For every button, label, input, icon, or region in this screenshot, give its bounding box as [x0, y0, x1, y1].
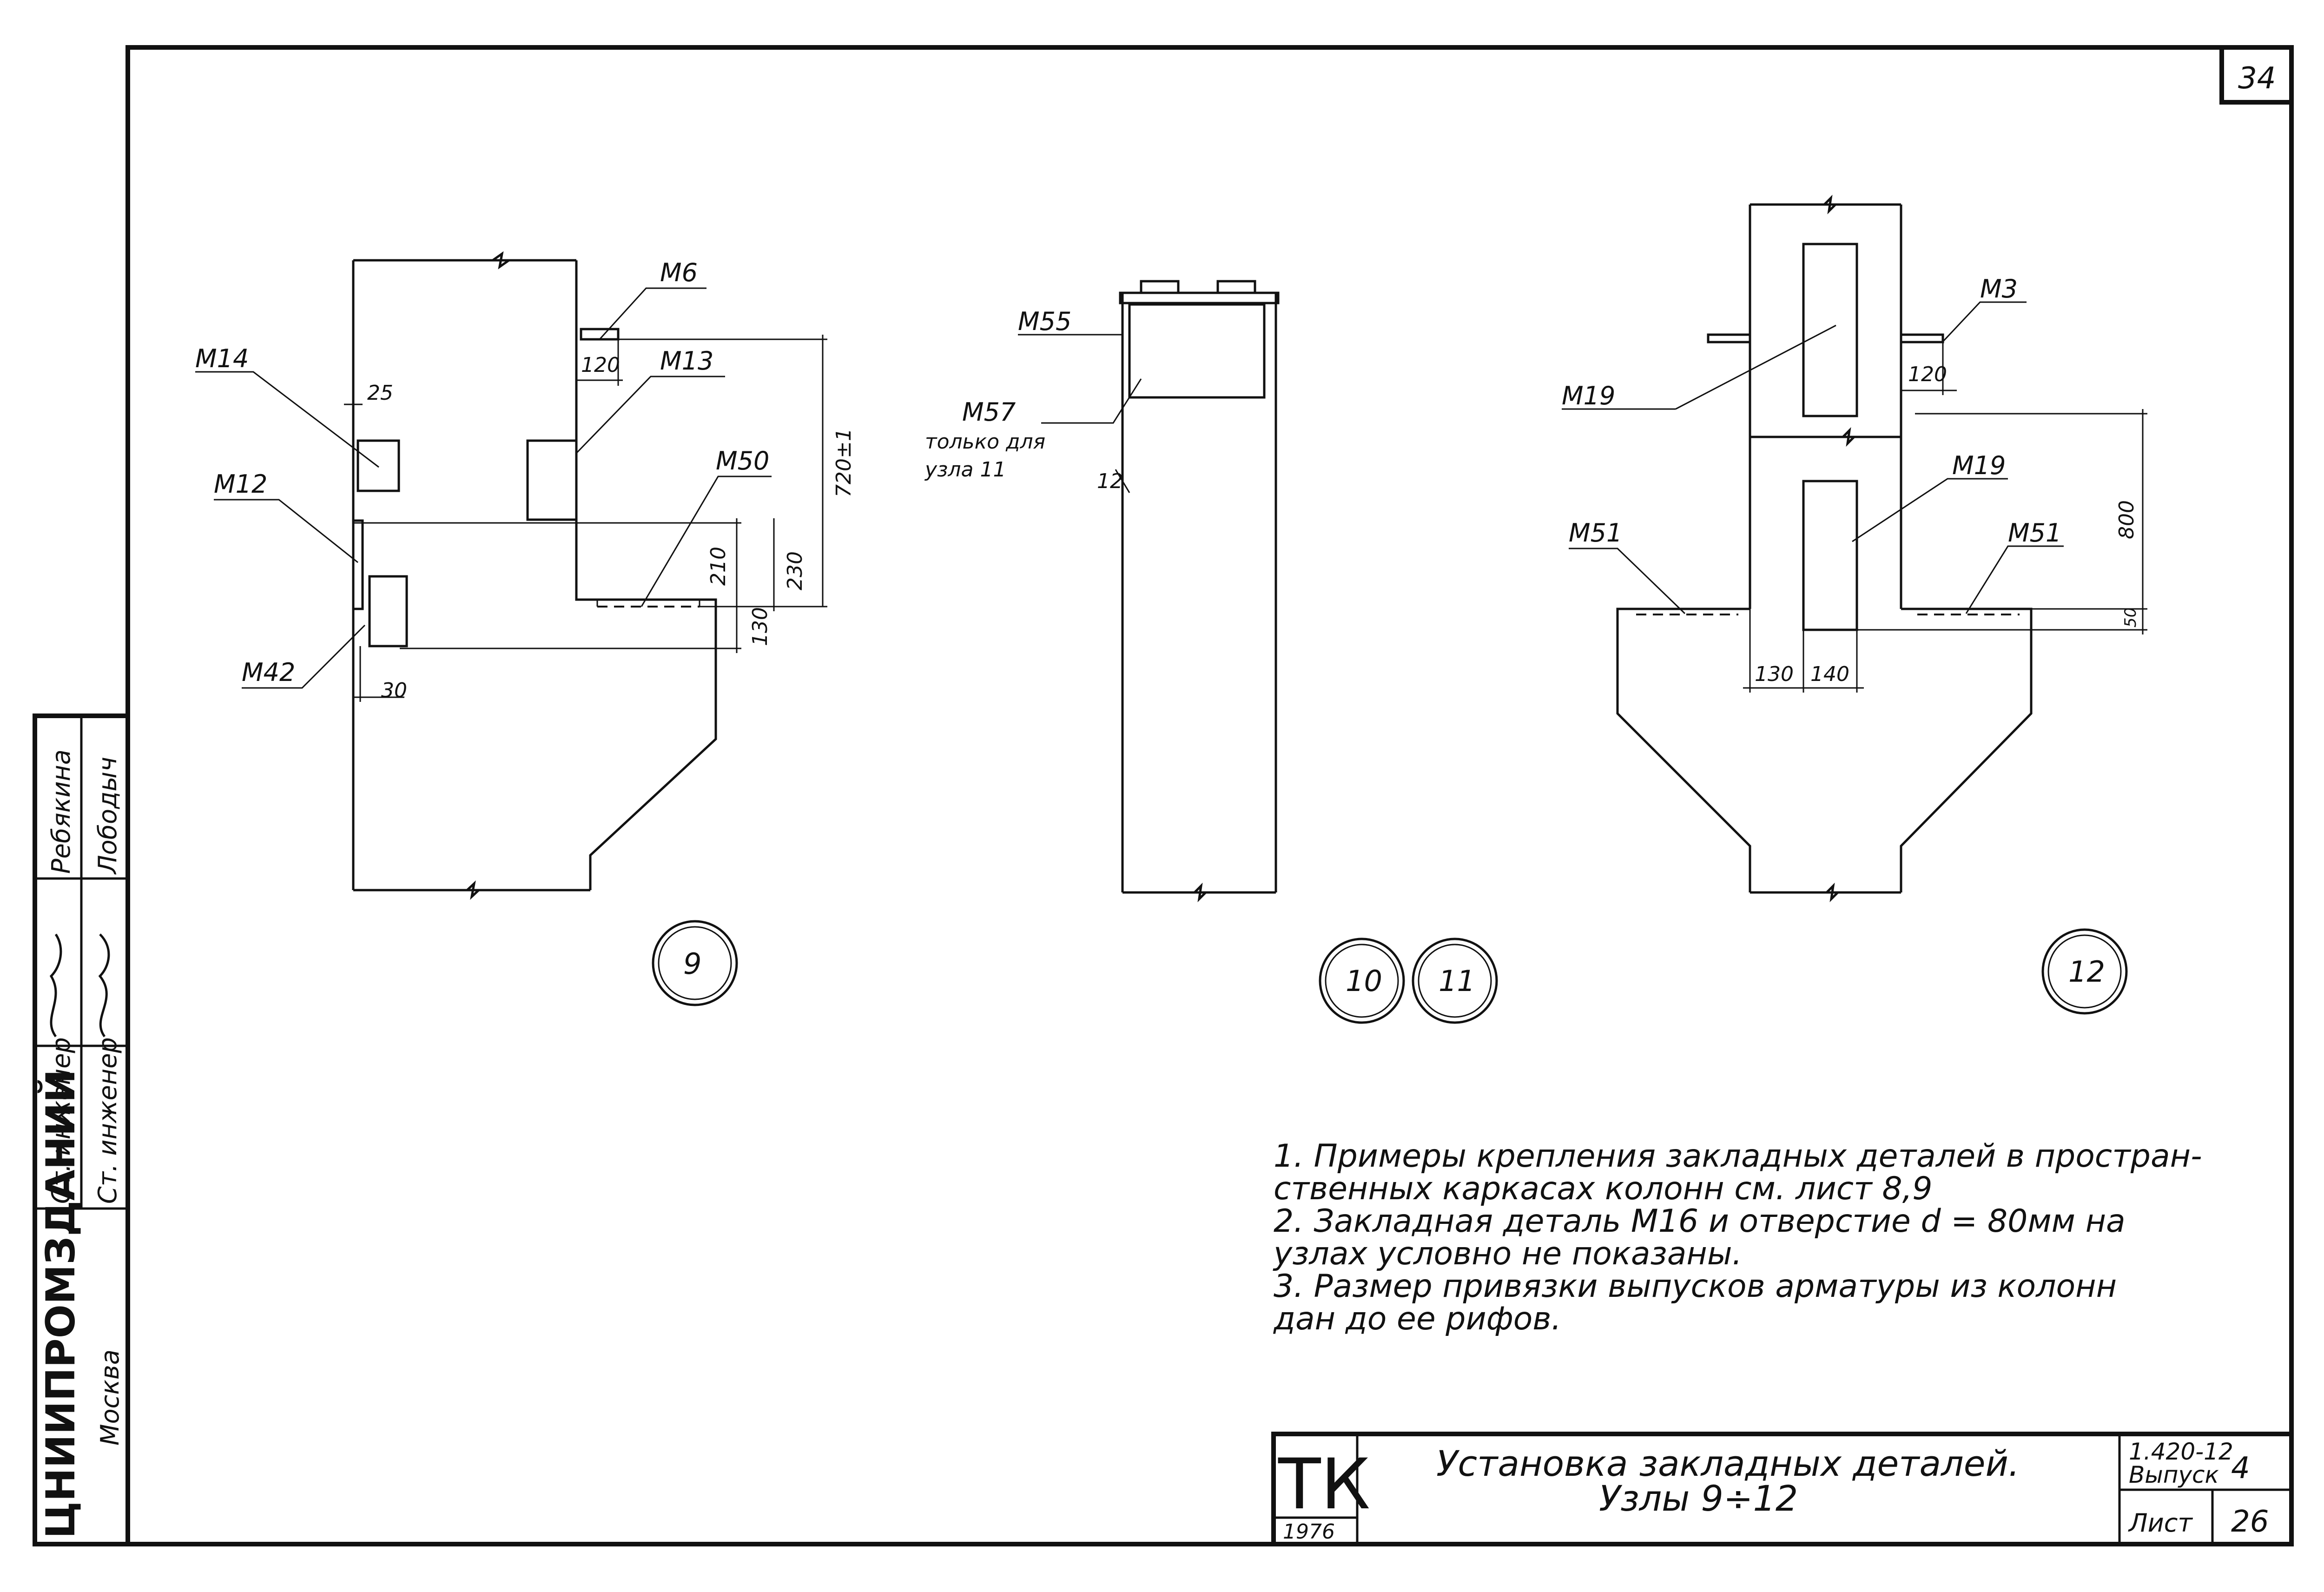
node-10-number: 10 [1346, 964, 1382, 998]
note-line-6: дан до ее рифов. [1273, 1301, 1561, 1337]
label-m14: М14 [195, 344, 249, 373]
m42-plate [368, 575, 408, 647]
label-m19-top: М19 [1562, 381, 1615, 410]
dim-130: 130 [748, 607, 772, 646]
dim-12: 12 [1097, 469, 1123, 493]
note-line-4: узлах условно не показаны. [1273, 1235, 1742, 1272]
organization-name: ЦНИИПРОМЗДАНИЙ [37, 1069, 84, 1539]
title-sheet-label: Лист [2128, 1508, 2193, 1538]
m12-rod [352, 519, 364, 610]
signature-name-2: Лободыч [93, 757, 122, 875]
note-line-5: 3. Размер привязки выпусков арматуры из … [1274, 1268, 2117, 1305]
node-12-marker: 12 [2041, 928, 2128, 1015]
tk-code: ТК [1278, 1444, 1370, 1525]
m14-plate [357, 439, 400, 492]
sheet-number-box: 34 [2219, 45, 2294, 105]
label-m57-note-2: узла 11 [924, 458, 1006, 482]
label-m6: М6 [660, 258, 698, 287]
label-m51-right: М51 [2008, 518, 2061, 548]
role-1: Ст. инженер [46, 1037, 76, 1204]
label-m57: М57 [962, 397, 1016, 427]
node-9-marker: 9 [652, 920, 738, 1006]
note-line-2: ственных каркасах колонн см. лист 8,9 [1274, 1170, 1933, 1207]
node-10-11: М55 М57 только для узла 11 12 10 11 [924, 280, 1498, 1024]
m3-bar-right [1900, 333, 1944, 344]
note-line-3: 2. Закладная деталь М16 и отверстие d = … [1274, 1203, 2126, 1240]
dim-800: 800 [2115, 500, 2139, 539]
signature-2 [98, 933, 110, 1037]
m6-plate [580, 328, 620, 341]
dim-120-n12: 120 [1908, 363, 1947, 386]
m19-bottom-plate [1802, 480, 1858, 631]
top-lug-left [1140, 280, 1180, 294]
sheet-number: 34 [2238, 61, 2276, 96]
city-name: Москва [95, 1349, 125, 1446]
node-10-marker: 10 [1319, 938, 1405, 1024]
title-series: 1.420-12 [2129, 1438, 2233, 1465]
title-issue-label: Выпуск [2129, 1461, 2219, 1488]
m19-top-plate [1802, 243, 1858, 417]
signature-1 [49, 933, 62, 1037]
dim-230: 230 [783, 551, 807, 590]
label-m42: М42 [242, 658, 295, 687]
m57-plate [1128, 303, 1266, 399]
label-m50: М50 [716, 446, 769, 476]
label-m12: М12 [214, 469, 267, 499]
title-line-2: Узлы 9÷12 [1599, 1478, 1798, 1519]
label-m3: М3 [1980, 274, 2018, 304]
m13-plate [526, 439, 578, 521]
m55-plate [1119, 291, 1280, 304]
signature-name-1: Ребякина [46, 749, 76, 874]
dim-130-n12: 130 [1755, 662, 1794, 686]
title-line-1: Установка закладных деталей. [1436, 1443, 2020, 1484]
sheet-frame [125, 45, 2294, 1546]
label-m55: М55 [1018, 307, 1071, 336]
label-m19-bottom: М19 [1952, 451, 2006, 480]
dim-120: 120 [581, 353, 620, 377]
side-stamp: Ребякина Лободыч Ст. инженер Ст. инженер… [33, 713, 130, 1546]
dim-210: 210 [706, 547, 730, 586]
node-11-marker: 11 [1412, 938, 1498, 1024]
dim-50: 50 [2121, 608, 2140, 628]
node-11-number: 11 [1439, 964, 1475, 998]
title-issue-number: 4 [2231, 1451, 2250, 1486]
m3-bar-left [1707, 333, 1751, 344]
node-12: М3 М19 М19 М51 М51 120 800 50 130 140 12 [1562, 194, 2147, 1015]
node-12-number: 12 [2068, 955, 2105, 989]
note-line-1: 1. Примеры крепления закладных деталей в… [1274, 1138, 2202, 1175]
node-9-number: 9 [683, 947, 701, 981]
dim-30: 30 [381, 679, 407, 702]
label-m13: М13 [660, 346, 713, 376]
dim-720: 720±1 [832, 428, 856, 497]
dim-140: 140 [1810, 662, 1849, 686]
role-2: Ст. инженер [93, 1037, 122, 1204]
label-m57-note-1: только для [925, 430, 1045, 454]
node-9: М6 М14 М13 М12 М50 М42 25 120 720±1 230 … [195, 251, 856, 1006]
label-m51-left: М51 [1569, 518, 1622, 548]
title-block: ТК 1976 Установка закладных деталей. Узл… [1271, 1432, 2294, 1546]
top-lug-right [1216, 280, 1256, 294]
title-sheet-number: 26 [2231, 1505, 2269, 1539]
dim-25: 25 [367, 381, 393, 405]
notes: 1. Примеры крепления закладных деталей в… [1273, 1138, 2202, 1337]
title-year: 1976 [1283, 1520, 1335, 1544]
